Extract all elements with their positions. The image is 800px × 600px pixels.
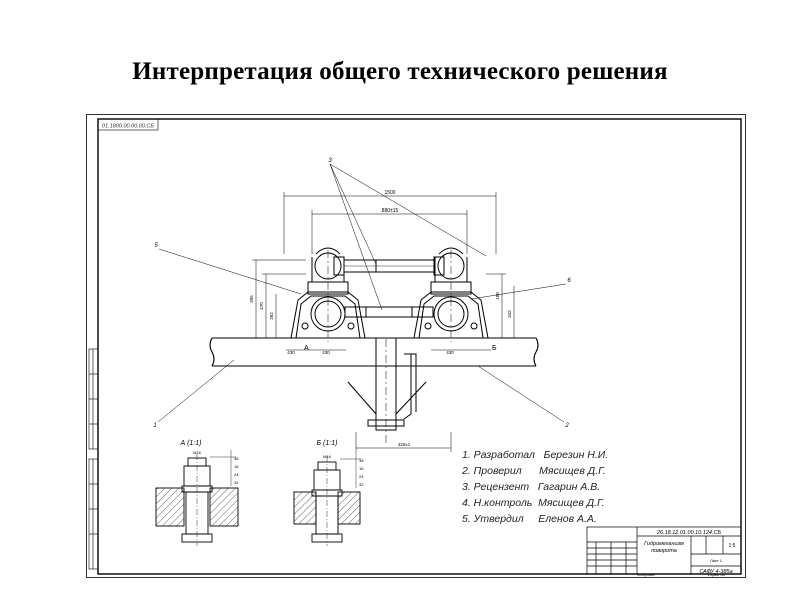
callout-2: 2 bbox=[564, 423, 569, 429]
section-a-dim-16: 16 bbox=[234, 464, 239, 469]
callout-6: 6 bbox=[567, 278, 571, 284]
dim-base-1: 430 bbox=[287, 350, 295, 355]
side-dimensions bbox=[252, 259, 515, 338]
dim-base-2: 430 bbox=[322, 350, 330, 355]
section-b-dim-16: 16 bbox=[359, 466, 364, 471]
title-block bbox=[586, 526, 742, 575]
signature-line: 5. Утвердил Еленов А.А. bbox=[462, 513, 597, 525]
section-b-dim-38: 38 bbox=[359, 458, 364, 463]
callout-1: 1 bbox=[153, 423, 156, 429]
lower-cylinder bbox=[344, 306, 434, 318]
section-a-view bbox=[155, 450, 239, 546]
left-bracket bbox=[290, 247, 366, 342]
dim-1500: 1500 bbox=[384, 190, 395, 196]
title-block-scale: 1:5 bbox=[729, 543, 736, 549]
title-block-org: САФУ 4-385а bbox=[699, 569, 732, 575]
title-block-code: 26.18.12.01.00.10.124.СБ bbox=[656, 530, 722, 536]
view-label-b: Б bbox=[492, 345, 497, 352]
right-bracket bbox=[413, 247, 489, 342]
top-dimensions bbox=[283, 192, 497, 254]
callout-leaders bbox=[157, 163, 567, 423]
title-block-copied: Копировал bbox=[637, 573, 655, 577]
central-post bbox=[347, 338, 427, 444]
upper-cylinder bbox=[333, 256, 445, 276]
dim-470: 470 bbox=[259, 302, 264, 310]
section-a-dim-m16: М16 bbox=[193, 450, 202, 455]
signature-line: 2. Проверил Мясищев Д.Г. bbox=[461, 465, 606, 477]
dim-342: 342 bbox=[507, 310, 512, 318]
section-a-dim-38: 38 bbox=[234, 456, 239, 461]
base-dimensions bbox=[286, 349, 491, 452]
section-a-dim-24: 24 bbox=[234, 472, 239, 477]
callout-5: 5 bbox=[154, 243, 158, 249]
section-b-dim-m16: М16 bbox=[323, 454, 332, 459]
dim-180: 180 bbox=[495, 292, 500, 300]
dim-395: 395 bbox=[249, 295, 254, 303]
frame-stamp bbox=[97, 118, 159, 131]
left-margin-stamps bbox=[88, 348, 99, 570]
signature-line: 3. Рецензент Гагарин А.В. bbox=[462, 481, 600, 493]
technical-drawing: 01.1800.00.00.00.СБ bbox=[86, 114, 746, 578]
signature-list: 1. Разработал Березин Н.И. 2. Проверил М… bbox=[461, 449, 608, 525]
section-b-dim-24: 24 bbox=[359, 474, 364, 479]
dim-880: 880±15 bbox=[382, 208, 399, 214]
section-a-dim-32: 32 bbox=[234, 480, 239, 485]
dim-420: 420±1 bbox=[398, 442, 411, 447]
callout-3: 3 bbox=[328, 158, 332, 164]
title-block-sheet: Лист 1 bbox=[710, 558, 723, 563]
sheet-border bbox=[86, 114, 746, 578]
dim-262: 262 bbox=[269, 312, 274, 320]
section-b-view bbox=[293, 452, 361, 546]
signature-line: 1. Разработал Березин Н.И. bbox=[462, 449, 608, 461]
signature-line: 4. Н.контроль Мясищев Д.Г. bbox=[462, 497, 605, 509]
title-block-format: Формат А3 bbox=[707, 573, 725, 577]
title-block-name-1: Гидромеханизм bbox=[644, 541, 684, 547]
slide-title: Интерпретация общего технического решени… bbox=[132, 58, 668, 85]
section-a-title: А (1:1) bbox=[179, 440, 201, 447]
section-b-title: Б (1:1) bbox=[317, 440, 338, 447]
dim-base-3: 430 bbox=[446, 350, 454, 355]
title-block-name-2: поворота bbox=[651, 548, 677, 554]
frame-stamp-code: 01.1800.00.00.00.СБ bbox=[102, 124, 154, 130]
section-b-dim-32: 32 bbox=[359, 482, 364, 487]
view-label-a: А bbox=[304, 345, 309, 352]
drawing-frame bbox=[97, 118, 742, 575]
